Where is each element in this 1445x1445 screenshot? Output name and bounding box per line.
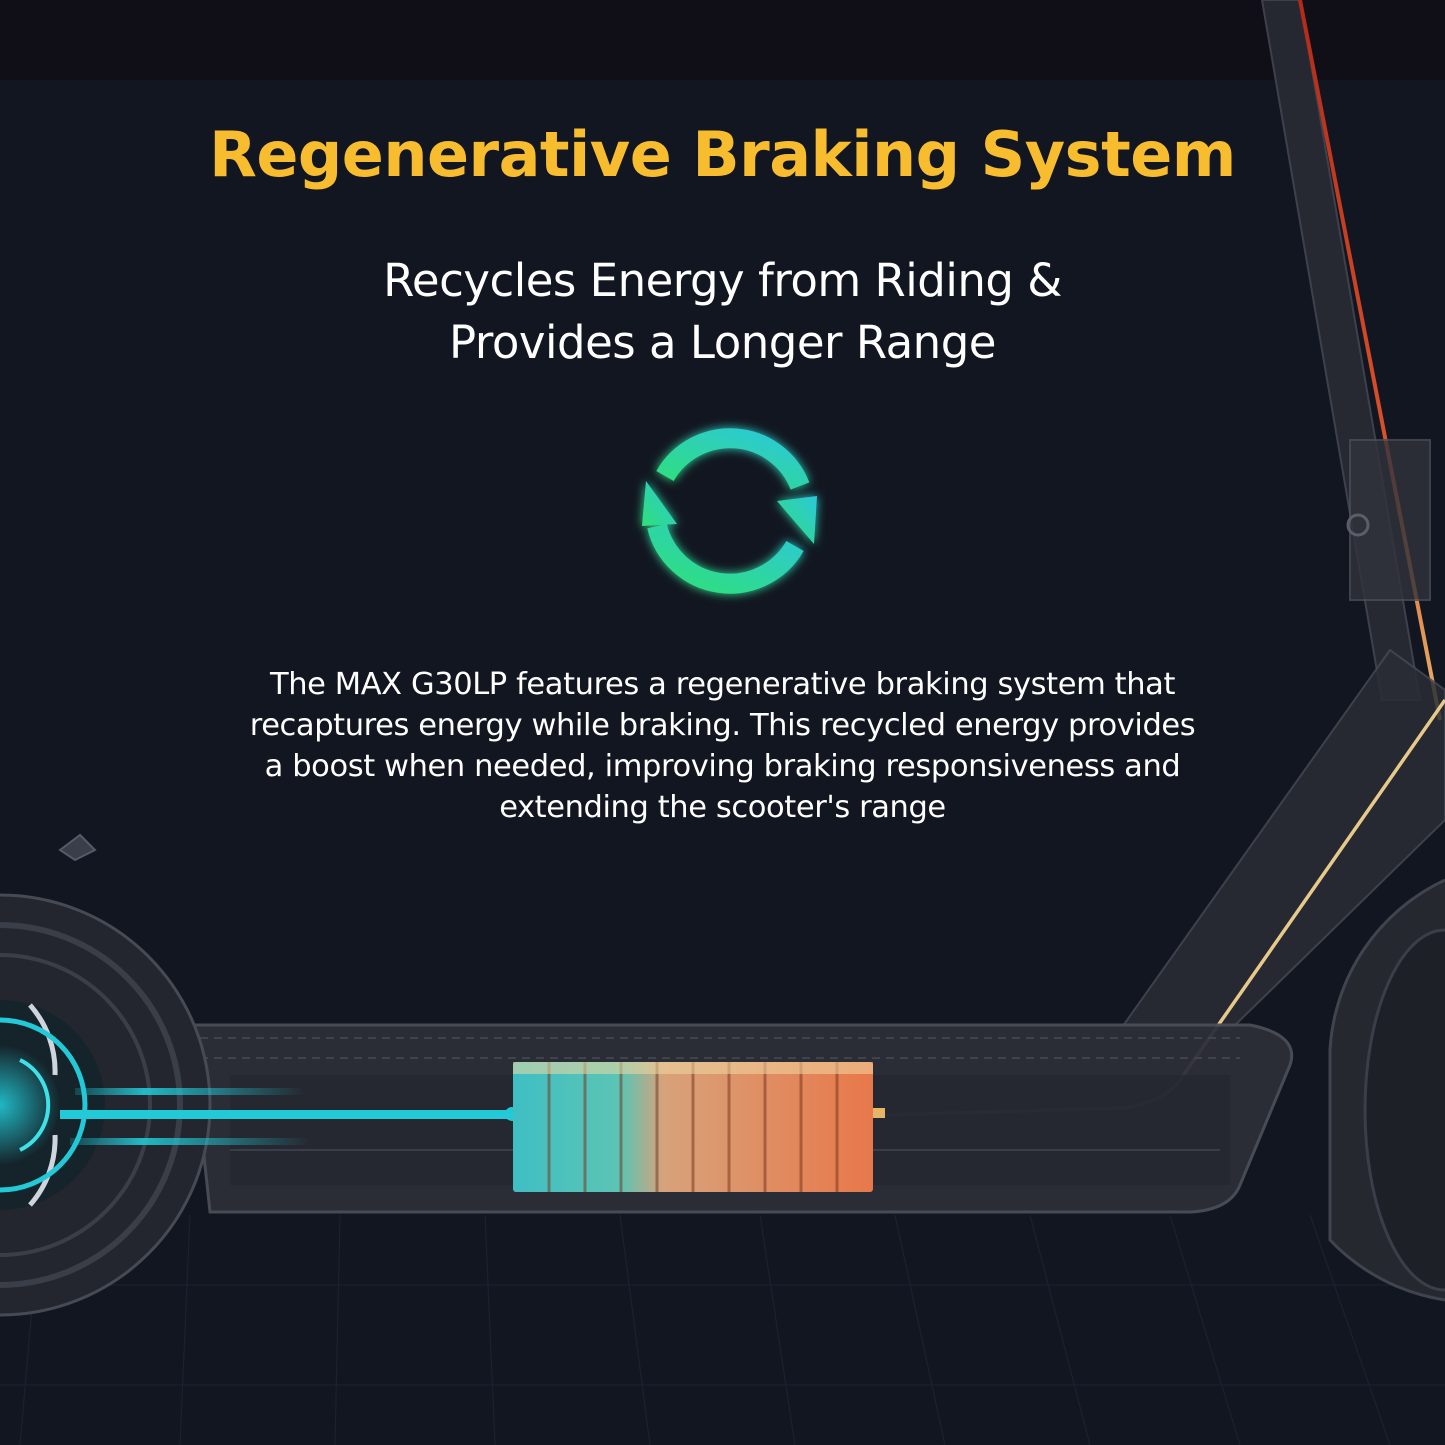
feature-description: The MAX G30LP features a regenerative br… [150, 664, 1295, 828]
description-line: a boost when needed, improving braking r… [264, 749, 1181, 784]
subtitle: Recycles Energy from Riding & Provides a… [0, 250, 1445, 374]
description-line: recaptures energy while braking. This re… [249, 708, 1196, 743]
scooter-stem [1260, 0, 1442, 721]
description-line: The MAX G30LP features a regenerative br… [269, 667, 1176, 702]
battery-pack [513, 1062, 885, 1192]
subtitle-line: Provides a Longer Range [449, 316, 996, 369]
subtitle-line: Recycles Energy from Riding & [383, 254, 1062, 307]
floor-grid [0, 1215, 1445, 1445]
description-line: extending the scooter's range [499, 790, 946, 825]
background-panel [0, 80, 1445, 1445]
top-band [0, 0, 1445, 80]
front-wheel [1328, 878, 1445, 1302]
page-title: Regenerative Braking System [209, 118, 1236, 191]
recycle-arrows-icon [632, 416, 826, 606]
rear-wheel [0, 833, 212, 1317]
